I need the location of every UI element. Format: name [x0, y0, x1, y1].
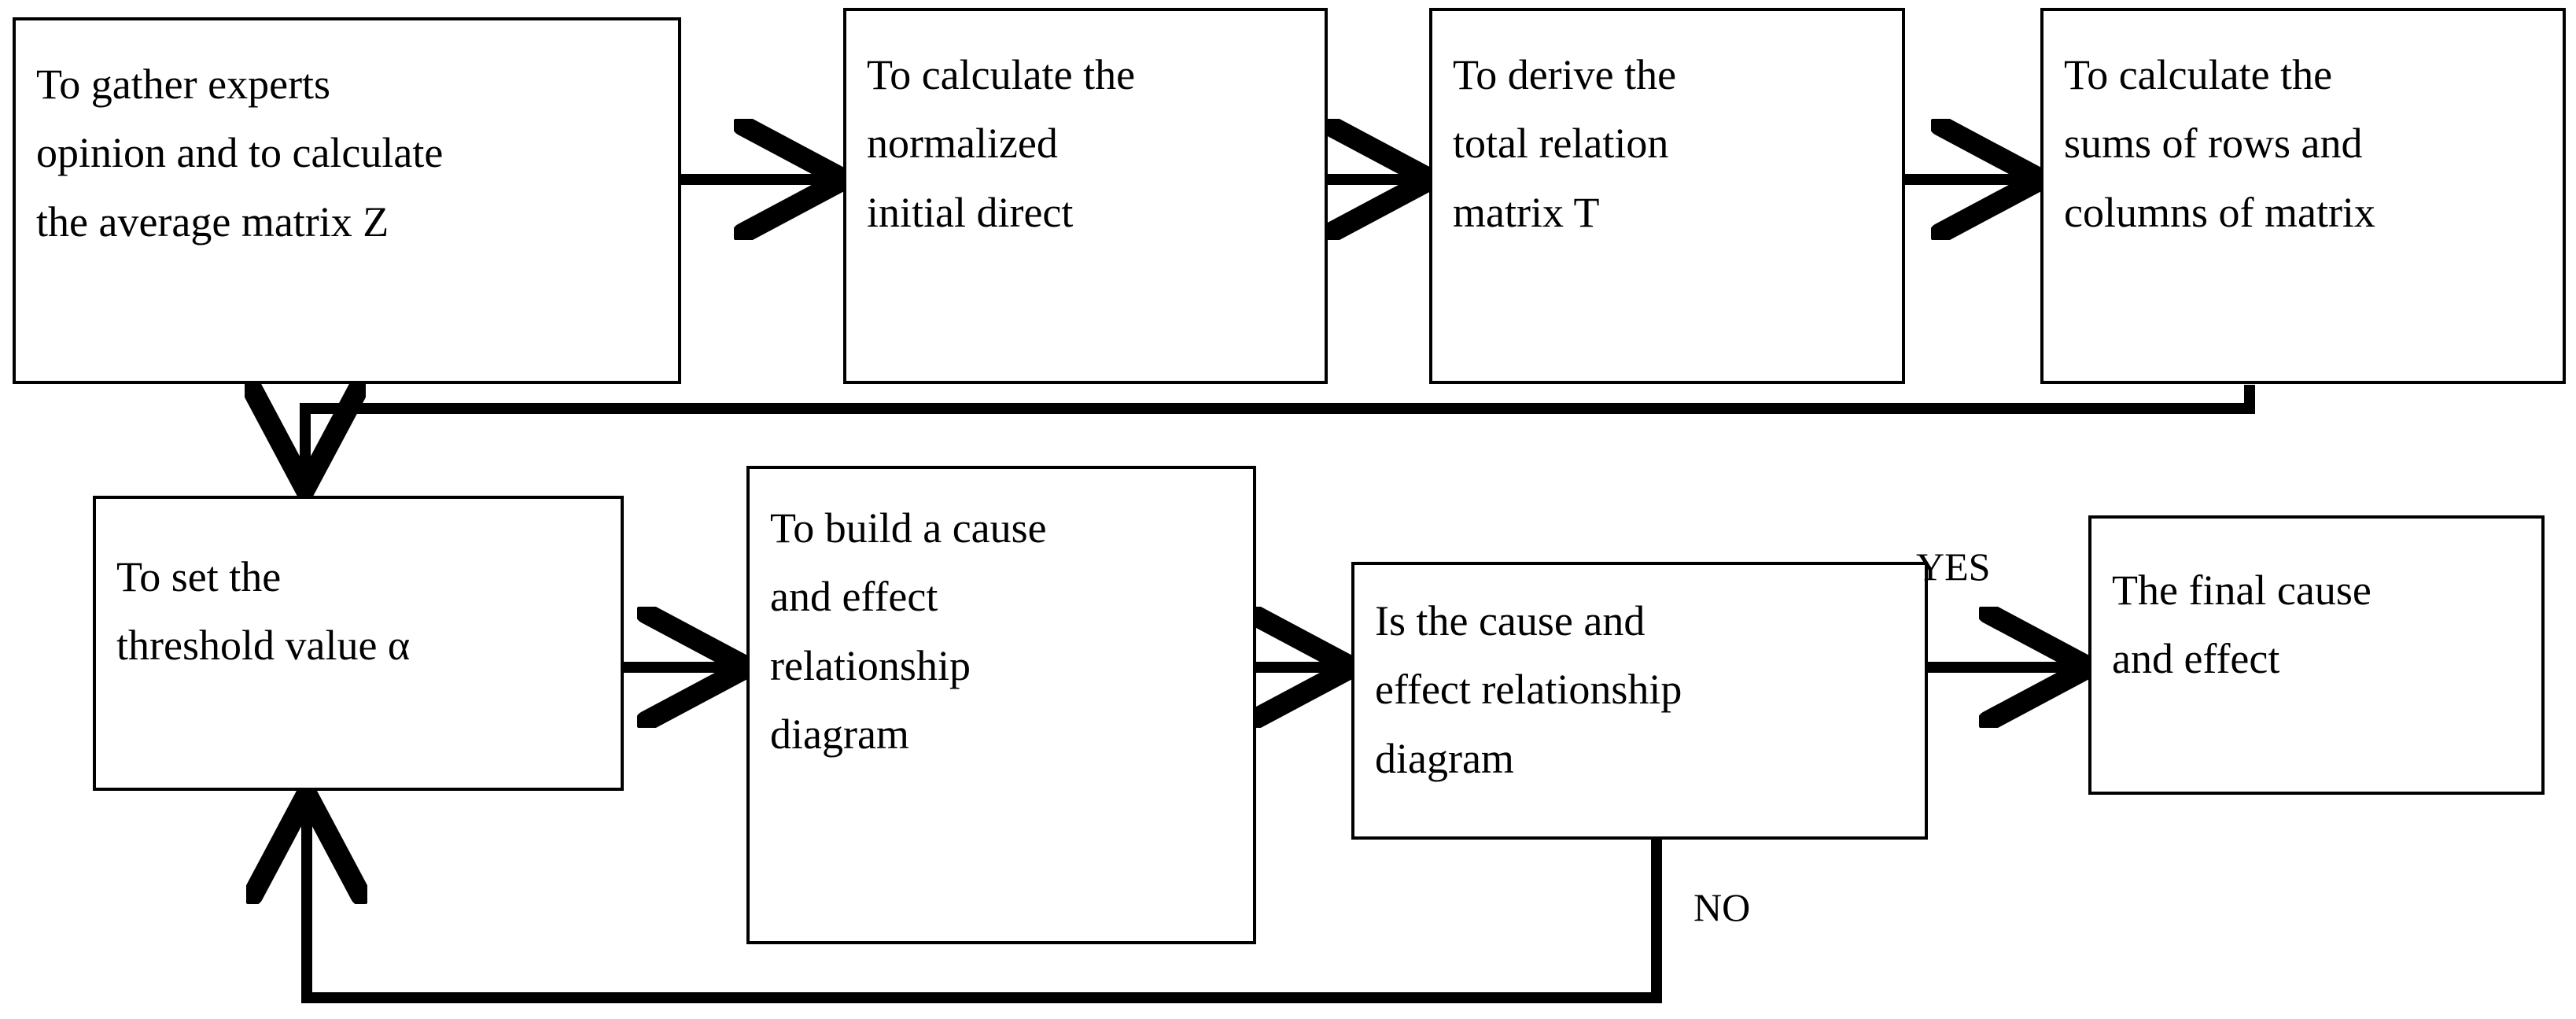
node-is-cause-effect-diagram[interactable]: Is the cause and effect relationship dia… [1351, 562, 1928, 840]
node-label: Is the cause and effect relationship dia… [1375, 597, 1682, 782]
node-sums-rows-columns[interactable]: To calculate the sums of rows and column… [2040, 8, 2566, 384]
edge-decision-no-to-threshold [307, 803, 1662, 1003]
node-build-cause-effect-diagram[interactable]: To build a cause and effect relationship… [746, 466, 1256, 944]
node-final-cause-and-effect[interactable]: The final cause and effect [2088, 515, 2545, 795]
node-label: The final cause and effect [2112, 567, 2371, 683]
node-gather-experts-opinion[interactable]: To gather experts opinion and to calcula… [13, 17, 681, 384]
node-label: To build a cause and effect relationship… [770, 504, 1047, 759]
node-label: To gather experts opinion and to calcula… [36, 61, 444, 246]
node-normalized-initial-direct[interactable]: To calculate the normalized initial dire… [843, 8, 1328, 384]
node-label: To derive the total relation matrix T [1453, 51, 1677, 236]
node-set-threshold-value[interactable]: To set the threshold value α [93, 496, 624, 791]
node-label: To calculate the sums of rows and column… [2064, 51, 2375, 236]
node-label: To set the threshold value α [116, 553, 411, 670]
node-label: To calculate the normalized initial dire… [867, 51, 1136, 236]
node-total-relation-matrix[interactable]: To derive the total relation matrix T [1429, 8, 1905, 384]
edge-sums-to-threshold [305, 385, 2255, 480]
edge-label-no: NO [1693, 885, 1751, 929]
edge-label-yes: YES [1916, 545, 1991, 589]
